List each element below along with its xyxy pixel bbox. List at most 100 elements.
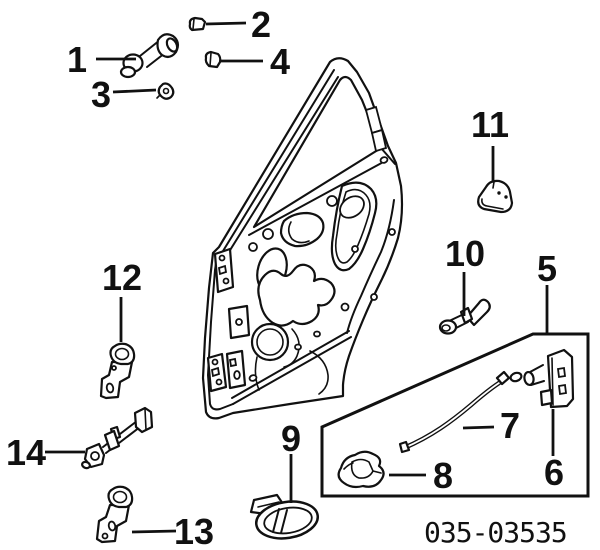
part-6-lock-actuator (523, 348, 575, 409)
grommet-hole (162, 87, 170, 95)
small-hole (248, 374, 258, 382)
cylinder-line-top (529, 364, 544, 373)
window-frame-inner-line (226, 76, 339, 256)
callout-label-13: 13 (174, 511, 214, 550)
pocket-curve (309, 350, 329, 395)
regulator-cutout-inner (334, 188, 371, 264)
part-3-grommet (156, 82, 175, 100)
handle-cup-lower (119, 65, 137, 79)
inner-flange-right (346, 199, 395, 334)
panel-hole (340, 302, 350, 312)
screw-hole (222, 277, 230, 285)
part-14-door-check (81, 406, 154, 470)
hinge-lobe-hole (112, 490, 128, 504)
cable-end-tip (398, 440, 411, 454)
cap-line (192, 18, 195, 30)
cable-eyelet (509, 371, 523, 383)
callout-label-12: 12 (102, 257, 142, 298)
leader-line-3 (112, 88, 157, 94)
hinge-oval-hole (107, 520, 117, 532)
cable-core (403, 382, 500, 449)
bezel-divider (280, 509, 288, 534)
callout-label-10: 10 (445, 233, 485, 274)
panel-hole (262, 228, 274, 240)
callout-label-11: 11 (471, 104, 509, 145)
part-13-lower-hinge (95, 485, 134, 544)
cap-line (209, 52, 212, 67)
hinge-oval-hole (105, 382, 115, 394)
door-inner-panel (201, 57, 404, 420)
small-hole (294, 343, 302, 351)
check-mid-plate (103, 429, 121, 452)
square-hole (210, 366, 221, 378)
check-block-edge (144, 408, 147, 431)
cap-body (204, 50, 222, 69)
square-hole (228, 357, 238, 368)
inner-flange-diagonal-b (232, 336, 352, 405)
handle-head-cap (165, 37, 179, 53)
sash-segment-lower (370, 128, 388, 153)
striker-notch (492, 181, 495, 189)
jamb-hole (370, 293, 378, 301)
hinge-lobe-hole (114, 347, 130, 361)
lock-assembly-box (320, 332, 590, 498)
callout-label-14: 14 (6, 432, 46, 473)
panel-hole (326, 195, 338, 207)
callout-label-5: 5 (537, 248, 557, 289)
bracket-hole (233, 370, 241, 380)
bracket-hole (235, 318, 243, 326)
screw-hole (211, 358, 219, 366)
actuator-slot (556, 366, 567, 379)
part-7-lock-cable (398, 370, 523, 454)
leader-lines (45, 21, 555, 534)
callout-label-2: 2 (251, 4, 271, 45)
cylinder-line-bottom (530, 380, 545, 386)
check-block (133, 406, 154, 434)
callout-labels: 1 2 3 4 5 6 7 8 9 10 11 12 13 14 (6, 4, 564, 550)
bezel-divider (272, 508, 280, 533)
actuator-foot (539, 388, 554, 407)
striker-base-line (481, 198, 504, 210)
cable-ferrule (495, 370, 511, 386)
striker-dot (504, 195, 508, 199)
actuator-slot (557, 383, 568, 396)
leader-line-7 (462, 425, 495, 430)
pocket-curve (254, 356, 260, 391)
actuator-edge (551, 357, 554, 406)
grommet-body (157, 82, 175, 100)
hinge-hole (101, 532, 109, 540)
striker-body (477, 179, 514, 214)
inner-bracket-lower (225, 349, 247, 390)
bezel-box-edge (257, 501, 280, 508)
window-frame-mid-line (222, 69, 335, 252)
part-11-striker (477, 179, 514, 214)
part-8-grommet-clip (337, 450, 385, 489)
jamb-hole (388, 228, 396, 236)
small-hole (351, 245, 359, 253)
check-end-tip (81, 460, 91, 470)
callout-label-6: 6 (544, 452, 564, 493)
belt-line-end (380, 147, 396, 165)
hinge-lobe (107, 485, 134, 509)
frame-hole (379, 156, 389, 164)
regulator-oval-hole (339, 195, 365, 219)
cap-body (188, 16, 207, 32)
square-hole (217, 264, 228, 276)
panel-hole (248, 242, 258, 252)
inner-flange-left (207, 256, 234, 411)
speaker-hole-inner (256, 328, 284, 356)
grommet-flange (156, 94, 161, 99)
screw-hole (218, 254, 226, 262)
hinge-lobe (109, 342, 136, 366)
pocket-curve (283, 328, 300, 368)
callout-label-4: 4 (270, 41, 290, 82)
hinge-hole (111, 365, 117, 371)
part-9-handle-bezel (249, 493, 319, 540)
callout-label-9: 9 (281, 418, 301, 459)
clip-detail (372, 470, 382, 474)
part-4-cap (204, 50, 222, 69)
leader-line-2 (205, 21, 247, 26)
part-12-upper-hinge (99, 342, 136, 400)
